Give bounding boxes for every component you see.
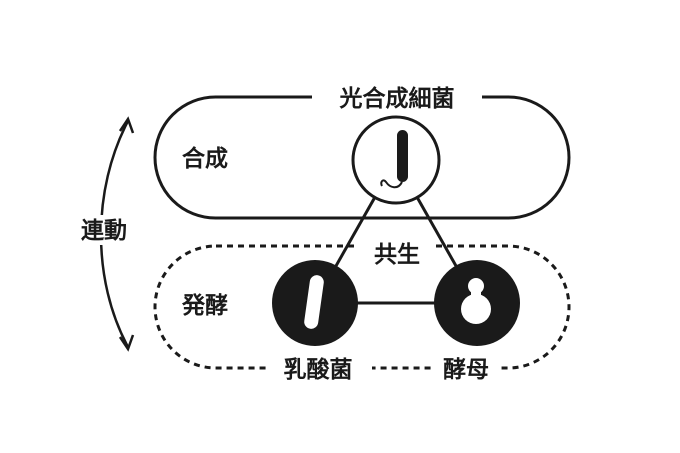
lactic-label-backdrop — [268, 356, 372, 380]
rod-bacterium-icon — [304, 275, 324, 329]
yeast-label-backdrop — [434, 356, 498, 380]
label-yeast: 酵母 — [443, 356, 489, 383]
linkage-label-backdrop — [76, 215, 134, 245]
label-linkage: 連動 — [81, 218, 127, 244]
label-symbiosis: 共生 — [374, 242, 420, 268]
yeast-node — [434, 260, 520, 346]
label-fermentation: 発酵 — [181, 292, 228, 319]
label-lactic-acid-bacteria: 乳酸菌 — [284, 356, 353, 383]
budding-yeast-icon — [461, 278, 491, 324]
title-photosynthetic-bacteria: 光合成細菌 — [339, 85, 455, 112]
arrowhead-up-icon — [118, 116, 135, 134]
arrowhead-down-icon — [118, 334, 135, 352]
rod-bacterium-with-flagellum-icon — [380, 130, 408, 189]
photosynthetic-bacteria-node — [351, 115, 441, 205]
label-synthesis: 合成 — [182, 145, 228, 172]
symbiosis-backdrop — [358, 238, 436, 268]
lactic-acid-bacteria-node — [272, 260, 358, 346]
title-backdrop — [312, 85, 482, 111]
